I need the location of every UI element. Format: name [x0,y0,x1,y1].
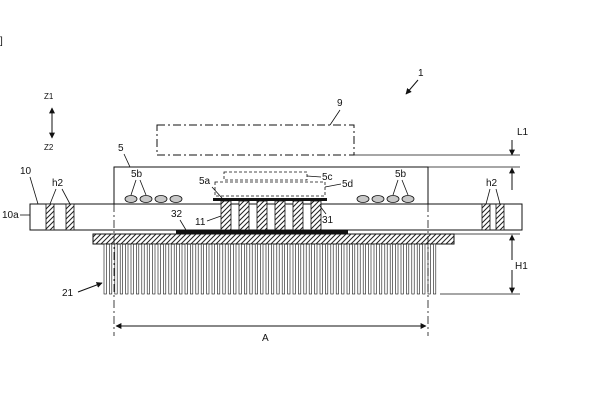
heatsink-fin [265,243,269,295]
heatsink-fin [400,243,404,295]
heatsink-fin [260,243,264,295]
heatsink-fin [298,243,302,295]
heatsink-fin [152,243,156,295]
heatsink-fin [319,243,323,295]
pad-31-label: 31 [322,215,334,226]
heatsink-fin [238,243,242,295]
heatsink-fin [352,243,356,295]
via-h2-left-label: h2 [52,178,64,189]
heatsink-fin [168,243,172,295]
axis-z2-label: Z2 [44,143,54,152]
dim-A-label: A [262,333,269,344]
heatsink-fin [119,243,123,295]
region-5d [214,181,326,197]
dim-L1-label: L1 [517,127,529,138]
heatsink-fin [190,243,194,295]
heatsink-fin [244,243,248,295]
heatsink-21-label: 21 [62,288,74,299]
heatsink-base [92,233,455,245]
heatsink-fin [346,243,350,295]
heatsink-fin [389,243,393,295]
pillars-11-label: 11 [195,217,206,228]
heatsink-fin [141,243,145,295]
heatsink-fin [222,243,226,295]
heatsink-fin [395,243,399,295]
heatsink-fin [157,243,161,295]
heatsink-fin [254,243,258,295]
heatsink-fin [114,243,118,295]
heatsink-fin [125,243,129,295]
heatsink-fin [325,243,329,295]
heatsink-fin [200,243,204,295]
dim-A: A [113,204,429,344]
substrate-5-label: 5 [118,143,124,154]
heatsink-fin [362,243,366,295]
heatsink-fin [130,243,134,295]
device-label: 1 [418,68,424,79]
heatsink-fin [227,243,231,295]
heatsink-fin [136,243,140,295]
heatsink-fin [211,243,215,295]
heatsink-fin [335,243,339,295]
bumps-5b-right [356,195,415,203]
heatsink-fin [109,243,113,295]
heatsink-fin [422,243,426,295]
heatsink-fin [184,243,188,295]
heatsink-fin [179,243,183,295]
z-axis-indicator: Z1 Z2 [44,92,55,152]
dim-H1: H1 [440,233,528,295]
region-5a-label: 5a [199,176,211,187]
board-10-label: 10 [20,166,32,177]
heatsink-fin [373,243,377,295]
heatsink-fin [271,243,275,295]
heatsink-fin [163,243,167,295]
heatsink-fin [406,243,410,295]
bump-5b-left-label: 5b [131,169,143,180]
via-h2-right-label: h2 [486,178,498,189]
pillars-11 [220,200,322,231]
bump-5b-right-label: 5b [395,169,407,180]
device-leader [405,79,419,95]
heatsink-fin [303,243,307,295]
heatsink-fin [195,243,199,295]
dim-H1-label: H1 [515,261,528,272]
corner-mark: ] [0,36,3,47]
axis-z1-label: Z1 [44,92,54,101]
dim-L1: L1 [354,127,529,190]
heatsink-fin [173,243,177,295]
heatsink-fin [357,243,361,295]
heatsink-fin [233,243,237,295]
bumps-5b-left [124,195,183,203]
heatsink-fin [411,243,415,295]
region-5c-label: 5c [322,172,333,183]
heatsink-fin [433,243,437,295]
heatsink-fin [314,243,318,295]
heatsink-fin [276,243,280,295]
heatsink-fin [379,243,383,295]
heatsink-fin [416,243,420,295]
heatsink-fin [292,243,296,295]
heatsink-fin [249,243,253,295]
heatsink-fin [287,243,291,295]
heatsink-fin [146,243,150,295]
heatsink-fin [206,243,210,295]
element-9-label: 9 [337,98,343,109]
heatsink-fin [103,243,107,295]
heatsink-fin [217,243,221,295]
heatsink-fin [341,243,345,295]
board-side-10a-label: 10a [2,210,19,221]
heatsink-fin [281,243,285,295]
region-5d-label: 5d [342,179,353,190]
pad-32-label: 32 [171,209,183,220]
element-9 [156,124,355,156]
heatsink-fin [384,243,388,295]
heatsink-fin [308,243,312,295]
heatsink-fin [330,243,334,295]
pad-32 [176,230,348,234]
heatsink-fin [368,243,372,295]
heatsink-fins [103,243,437,295]
pad-5a [213,198,327,201]
